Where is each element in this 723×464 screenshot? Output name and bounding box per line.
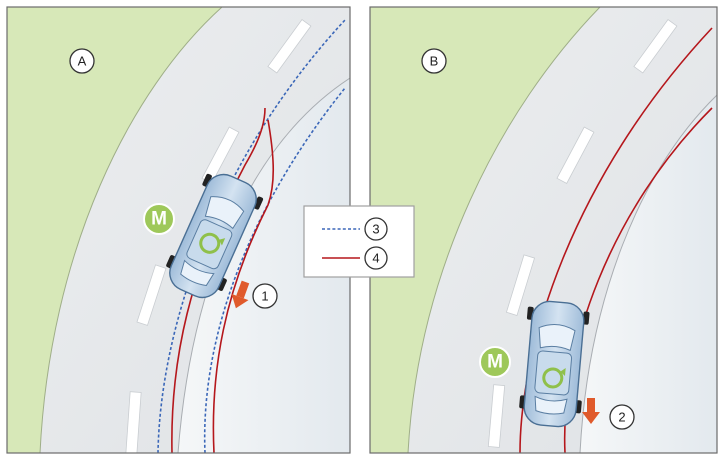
svg-text:M: M bbox=[151, 209, 167, 230]
right-roadside bbox=[580, 95, 717, 453]
road-outer-edge bbox=[407, 7, 601, 453]
steering-rotation-icon bbox=[542, 367, 566, 389]
right-roadside bbox=[178, 78, 350, 453]
car-top-view-icon bbox=[166, 173, 264, 299]
legend-label-dotted: 3 bbox=[372, 222, 379, 237]
lane-markings bbox=[487, 19, 678, 448]
panel-a-marker: M bbox=[143, 203, 175, 235]
legend-label-solid: 4 bbox=[372, 251, 379, 266]
callout-2: 2 bbox=[609, 404, 635, 430]
actual-path-right bbox=[212, 119, 275, 453]
direction-arrow-icon bbox=[231, 280, 250, 309]
legend: 3 4 bbox=[303, 205, 415, 278]
panel-b bbox=[370, 7, 717, 453]
road-inner-edge bbox=[579, 94, 717, 453]
svg-text:B: B bbox=[430, 54, 439, 69]
panel-b-label: B bbox=[421, 48, 447, 74]
panel-b-marker: M bbox=[479, 346, 511, 378]
svg-text:2: 2 bbox=[618, 410, 625, 425]
direction-arrow-icon bbox=[582, 398, 600, 424]
svg-text:1: 1 bbox=[261, 289, 268, 304]
panel-a bbox=[7, 7, 350, 453]
svg-text:M: M bbox=[487, 352, 503, 373]
road-outer-edge bbox=[39, 7, 223, 453]
panel-a-label: A bbox=[69, 48, 95, 74]
svg-text:A: A bbox=[78, 54, 87, 69]
steering-rotation-icon bbox=[199, 232, 226, 254]
car-top-view-icon bbox=[519, 300, 590, 428]
lane-markings bbox=[125, 19, 312, 453]
callout-1: 1 bbox=[252, 283, 278, 309]
